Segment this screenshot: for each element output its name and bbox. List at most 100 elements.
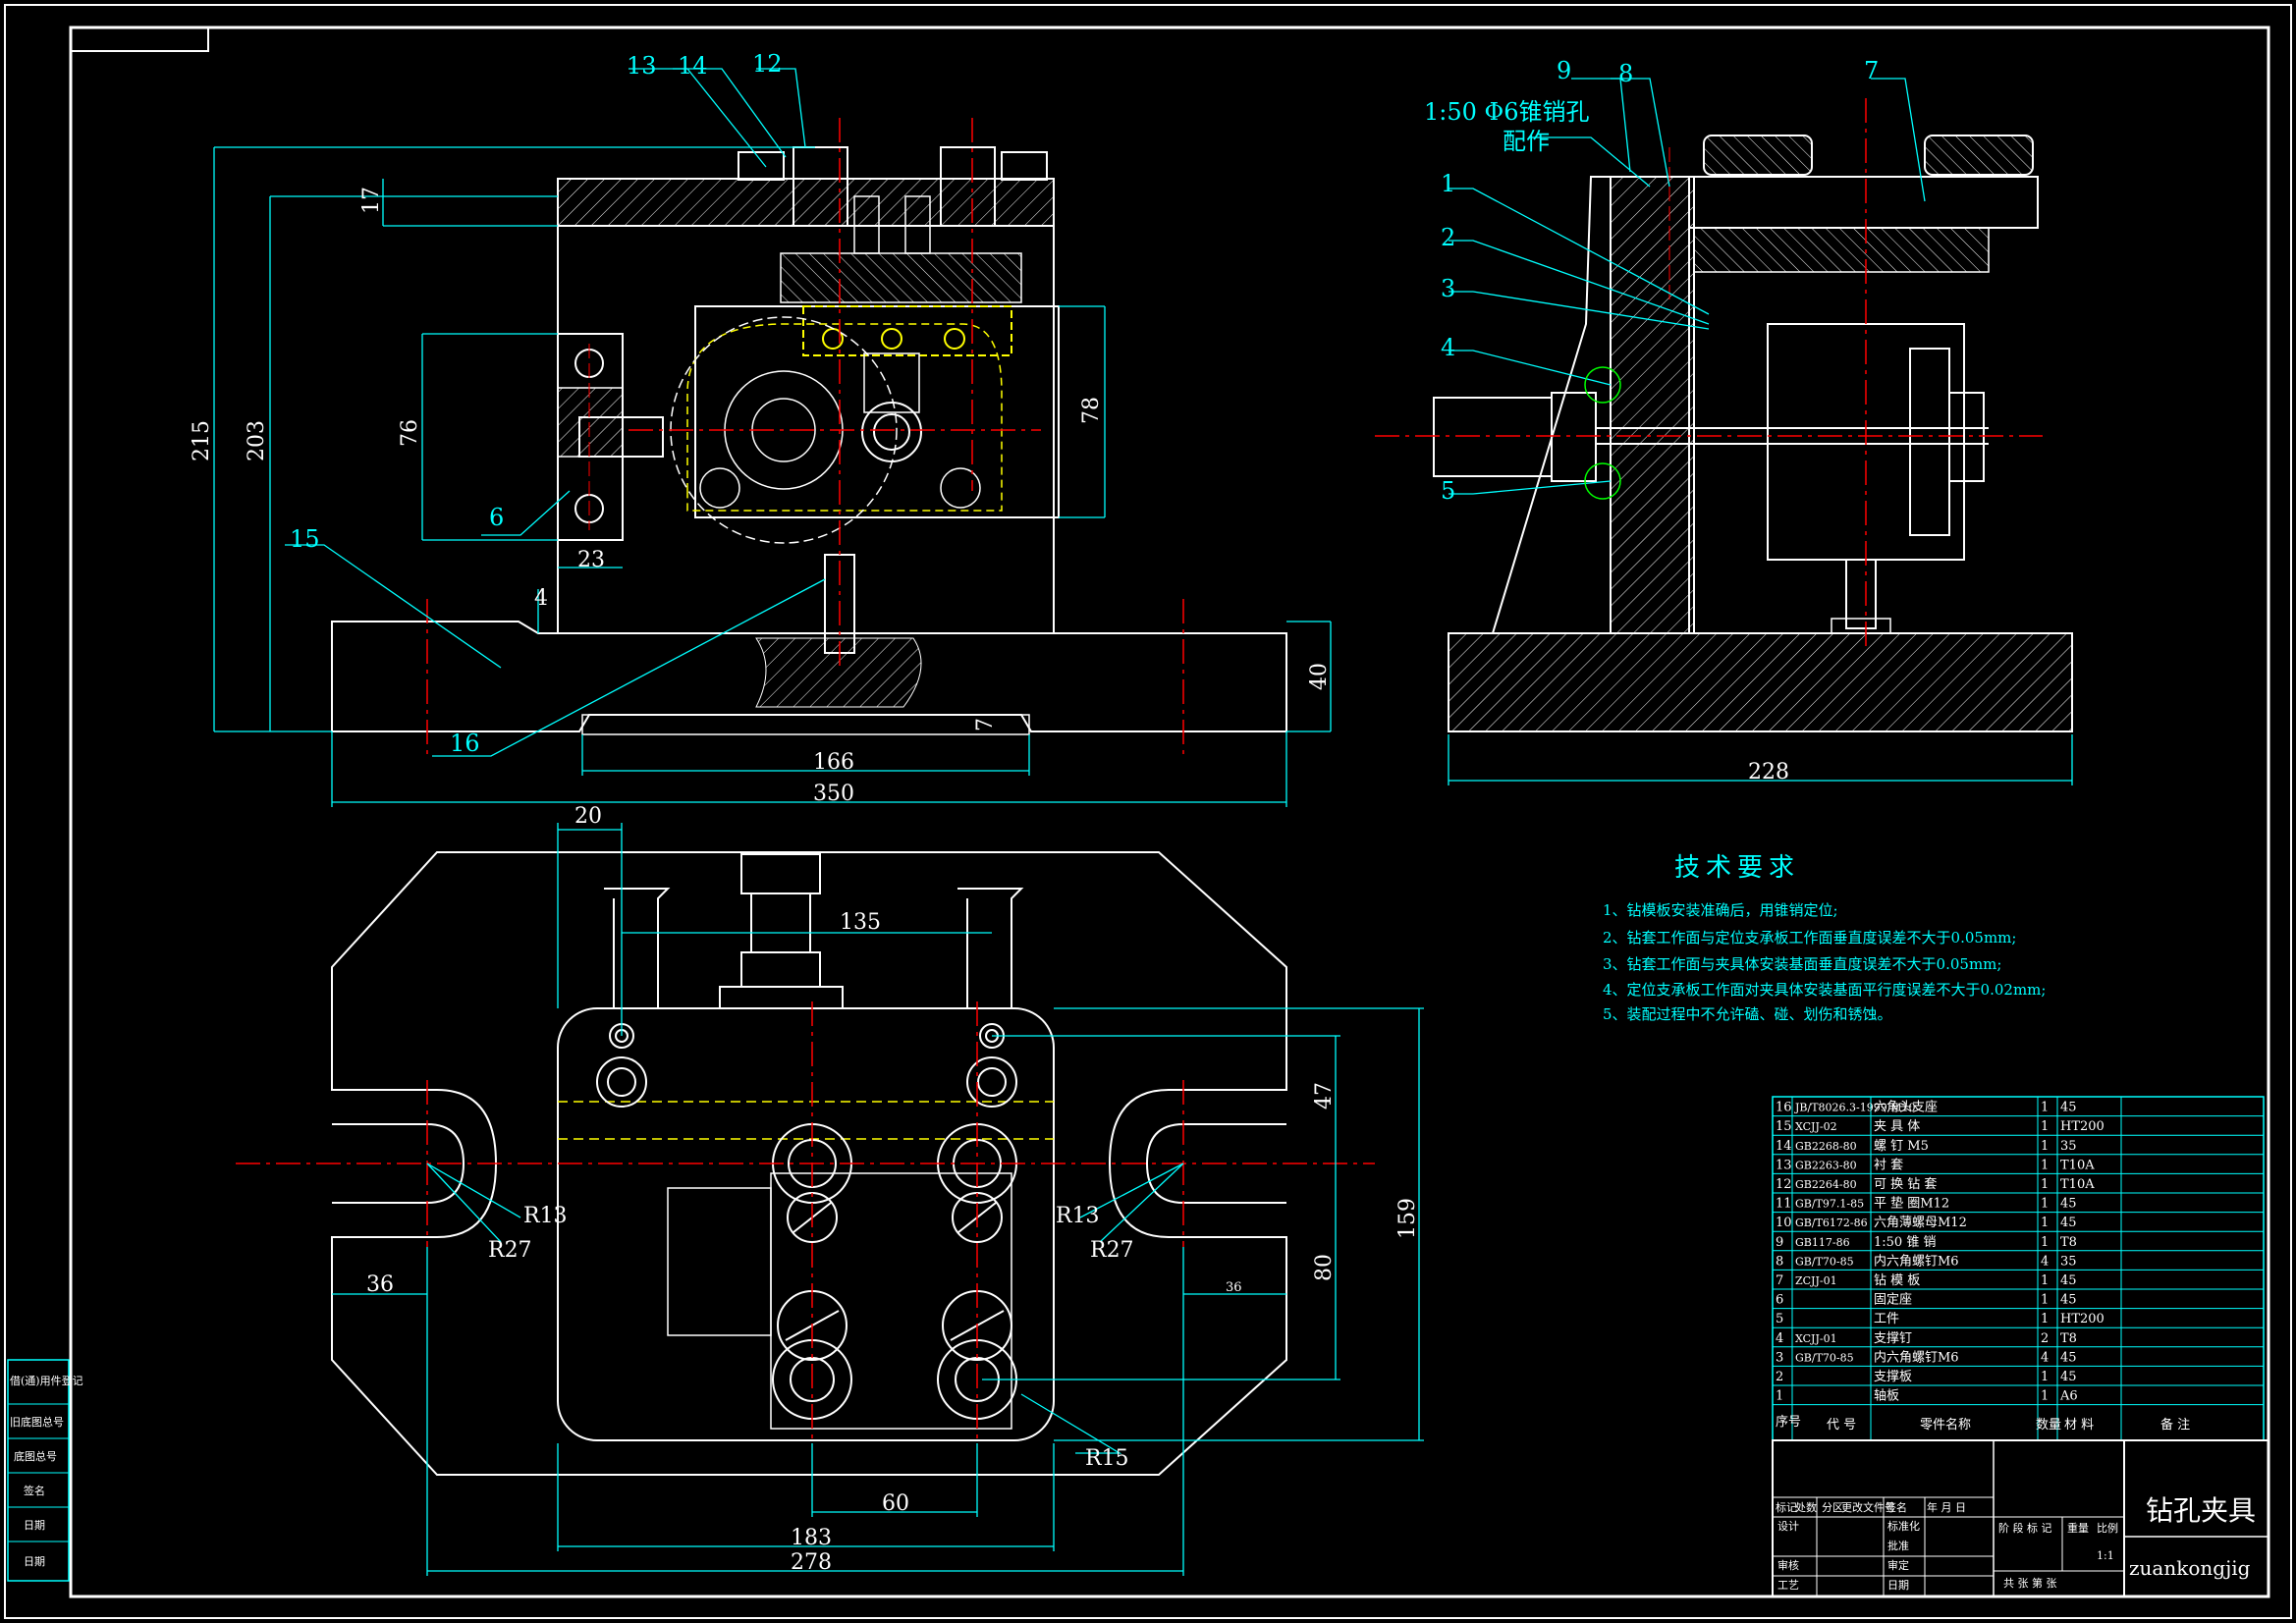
bom-cell-no: 2 — [1776, 1370, 1783, 1384]
callout-15: 15 — [290, 525, 320, 553]
dim-350: 350 — [813, 782, 854, 806]
bom-cell-name: 支撑板 — [1874, 1370, 1912, 1384]
bom-cell-qty: 1 — [2041, 1197, 2049, 1212]
bom-cell-mat: 45 — [2060, 1350, 2077, 1365]
dim-166: 166 — [813, 750, 854, 775]
bom-cell-code: GB2268-80 — [1795, 1140, 1857, 1153]
side-strip-6: 日期 — [24, 1555, 45, 1568]
callout-2: 2 — [1441, 224, 1455, 251]
bom-cell-no: 4 — [1776, 1331, 1783, 1346]
tb-scale: 比例 — [2097, 1521, 2118, 1535]
dim-278: 278 — [791, 1550, 832, 1575]
bom-cell-qty: 1 — [2041, 1293, 2049, 1308]
bom-cell-no: 14 — [1776, 1139, 1792, 1154]
callout-13: 13 — [627, 52, 657, 80]
bom-cell-name: 1:50 锥 销 — [1874, 1235, 1936, 1250]
tb-row1-1: 处数 — [1795, 1501, 1817, 1514]
bom-cell-no: 9 — [1776, 1235, 1783, 1250]
tb-left-design: 设计 — [1777, 1520, 1799, 1533]
bom-cell-mat: HT200 — [2060, 1119, 2105, 1134]
bom-cell-code: XCJJ-01 — [1795, 1332, 1837, 1345]
callout-16: 16 — [450, 730, 480, 757]
bom-cell-qty: 4 — [2041, 1350, 2049, 1365]
tb-mid-std: 标准化 — [1887, 1519, 1920, 1533]
dim-60: 60 — [882, 1491, 909, 1516]
callout-3: 3 — [1441, 275, 1455, 302]
bom-cell-no: 13 — [1776, 1158, 1792, 1172]
tb-weight: 重量 — [2067, 1521, 2089, 1535]
tb-drawing-code: zuankongjig — [2129, 1556, 2251, 1580]
bom-cell-mat: 35 — [2060, 1139, 2077, 1154]
bom-cell-name: 螺 钉 M5 — [1874, 1139, 1929, 1154]
bom-cell-qty: 1 — [2041, 1370, 2049, 1384]
title-block: 标记 处数 分区 更改文件号 签名 年 月 日 设计 审核 工艺 标准化 批准 … — [1772, 1439, 2269, 1597]
side-strip-1: 借(通)用件登记 — [10, 1374, 83, 1387]
bom-cell-name: 轴板 — [1874, 1389, 1899, 1404]
tb-row1-3: 更改文件号 — [1841, 1500, 1895, 1514]
tech-title: 技术要求 — [1674, 853, 1800, 883]
bom-cell-code: JB/T8026.3-1999 M10 — [1794, 1102, 1916, 1114]
bom-header-mat: 材 料 — [2064, 1418, 2094, 1433]
tb-mid-date: 日期 — [1887, 1579, 1909, 1592]
dim-135: 135 — [840, 910, 881, 935]
dim-159: 159 — [1395, 1198, 1420, 1239]
tech-item-3: 3、钻套工作面与夹具体安装基面垂直度误差不大于0.05mm; — [1603, 955, 2001, 973]
bom-cell-code: GB/T6172-86 — [1795, 1217, 1868, 1229]
bom-cell-no: 1 — [1776, 1389, 1783, 1404]
tb-stage: 阶 段 标 记 — [1998, 1521, 2052, 1535]
tb-row1-4: 签名 — [1886, 1500, 1907, 1514]
callout-12: 12 — [752, 50, 783, 78]
tb-drawing-name: 钻孔夹具 — [2146, 1494, 2256, 1527]
bom-cell-mat: 45 — [2060, 1216, 2077, 1230]
side-strip-5: 日期 — [24, 1519, 45, 1532]
bom-cell-qty: 4 — [2041, 1254, 2049, 1269]
side-view: 9 8 7 1 2 3 4 5 1:50 Φ6锥销孔 配作 228 — [1375, 57, 2073, 785]
dim-36-left: 36 — [366, 1272, 394, 1297]
outer-border — [4, 4, 2292, 1619]
bom-cell-name: 六角薄螺母M12 — [1874, 1216, 1967, 1230]
dim-17: 17 — [359, 187, 384, 214]
inner-border — [69, 26, 2270, 1598]
callout-1: 1 — [1441, 170, 1455, 197]
bom-cell-no: 12 — [1776, 1177, 1792, 1192]
bom-cell-no: 3 — [1776, 1350, 1783, 1365]
dim-r13-left: R13 — [523, 1204, 568, 1228]
side-strip-4: 签名 — [24, 1484, 45, 1497]
bom-cell-mat: T8 — [2060, 1235, 2077, 1250]
bom-cell-mat: 45 — [2060, 1101, 2077, 1115]
bom-cell-mat: 45 — [2060, 1370, 2077, 1384]
tb-row1-2: 分区 — [1822, 1501, 1843, 1514]
front-view: 13 14 12 15 6 16 215 203 17 76 78 23 4 4… — [190, 50, 1332, 807]
side-strip-2: 旧底图总号 — [10, 1415, 64, 1429]
callout-14: 14 — [678, 52, 708, 80]
bom-cell-qty: 1 — [2041, 1119, 2049, 1134]
tb-row1-0: 标记 — [1776, 1500, 1797, 1514]
bom-cell-name: 平 垫 圈M12 — [1874, 1196, 1949, 1212]
dim-47: 47 — [1312, 1082, 1337, 1109]
bom-cell-code: ZCJJ-01 — [1795, 1274, 1837, 1287]
dim-40: 40 — [1307, 663, 1332, 690]
top-view: 20 135 47 159 80 36 36 R13 R27 R13 R27 R… — [236, 804, 1424, 1576]
side-strip-3: 底图总号 — [14, 1449, 57, 1463]
callout-8: 8 — [1618, 60, 1633, 87]
tb-row1-5: 年 月 日 — [1927, 1500, 1966, 1514]
dim-r27-left: R27 — [488, 1238, 532, 1263]
bom-cell-name: 衬 套 — [1874, 1157, 1903, 1172]
callout-9: 9 — [1557, 57, 1571, 84]
bom-cell-qty: 1 — [2041, 1216, 2049, 1230]
bom-cell-mat: 35 — [2060, 1254, 2077, 1269]
dim-4: 4 — [534, 586, 548, 611]
tb-mid-check: 审定 — [1887, 1558, 1909, 1572]
bom-cell-code: GB2264-80 — [1795, 1178, 1857, 1191]
bom-cell-mat: T10A — [2060, 1158, 2095, 1172]
dim-215: 215 — [190, 420, 214, 461]
bom-cell-mat: T10A — [2060, 1177, 2095, 1192]
bom-cell-no: 6 — [1776, 1293, 1783, 1308]
tb-scale-value: 1:1 — [2097, 1549, 2114, 1562]
taper-note-line1: 1:50 Φ6锥销孔 — [1424, 98, 1589, 126]
bom-header-no: 序号 — [1776, 1415, 1801, 1430]
bom-cell-qty: 1 — [2041, 1158, 2049, 1172]
taper-note-line2: 配作 — [1503, 128, 1550, 155]
